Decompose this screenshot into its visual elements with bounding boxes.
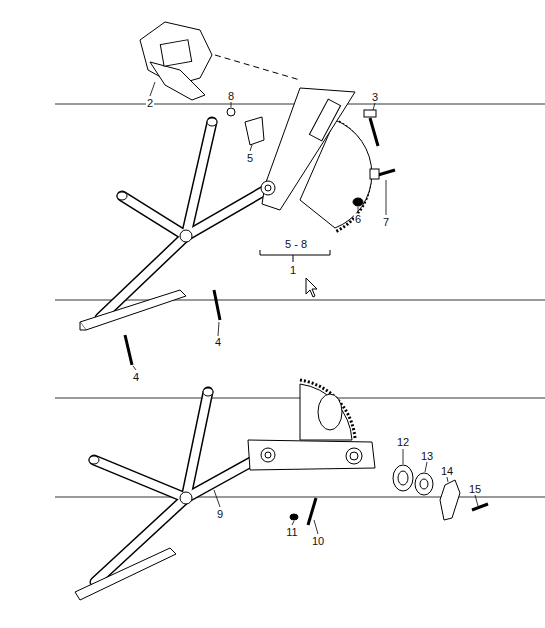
callout-number: 13	[420, 451, 434, 462]
callout-number: 5	[246, 153, 254, 164]
callout-number: 6	[354, 214, 362, 225]
callout-number: 10	[311, 536, 325, 547]
callout-number: 7	[382, 217, 390, 228]
callout-number: 9	[216, 509, 224, 520]
callout-number: 8	[227, 91, 235, 102]
callout-number: 3	[371, 92, 379, 103]
callout-number: 5 - 8	[284, 239, 308, 250]
callout-number: 4	[214, 337, 222, 348]
callout-number: 2	[146, 98, 154, 109]
callout-number: 11	[285, 527, 298, 538]
callout-number: 1	[289, 265, 297, 276]
callout-number: 15	[468, 484, 482, 495]
callout-number: 14	[440, 466, 454, 477]
callout-number: 12	[396, 437, 410, 448]
callout-number: 4	[132, 372, 140, 383]
